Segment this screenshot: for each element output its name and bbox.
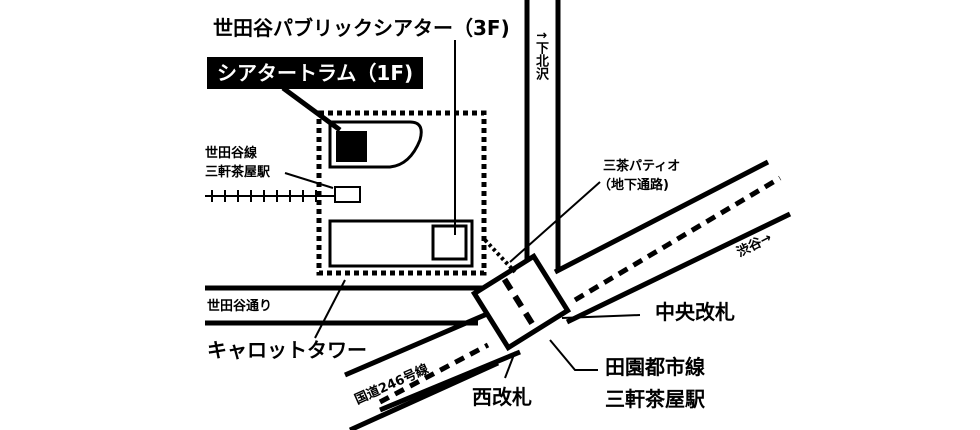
central-gate-leader — [561, 314, 641, 319]
den-toshi-station-label: 三軒茶屋駅 — [605, 387, 705, 411]
den-toshi-leader — [549, 339, 598, 371]
den-toshi-line-label: 田園都市線 — [605, 355, 705, 379]
public-theatre-marker — [431, 224, 468, 261]
carrot-tower-leader — [314, 279, 346, 339]
theatre-tram-marker — [336, 131, 367, 162]
setagaya-line-track — [205, 190, 335, 202]
west-gate-label: 西改札 — [472, 385, 532, 409]
central-gate-label: 中央改札 — [655, 300, 735, 324]
setagaya-dori-road — [205, 285, 490, 326]
den-en-toshi-station — [470, 252, 572, 352]
tram-leader — [281, 85, 342, 133]
setagaya-station-leader — [284, 172, 334, 189]
cha-patio-label: 三茶パティオ — [603, 159, 681, 174]
theatre-tram-label: シアタートラム（1F) — [207, 57, 424, 89]
public-theatre-label: 世田谷パブリックシアター（3F) — [213, 16, 510, 40]
cha-patio-walkway — [483, 238, 517, 274]
setagaya-dori-label: 世田谷通り — [207, 299, 273, 314]
setagaya-line-station — [334, 186, 361, 203]
setagaya-line-label: 世田谷線 — [205, 146, 258, 161]
theatre-complex-boundary — [316, 110, 487, 276]
cha-patio-leader — [509, 181, 601, 263]
cha-patio-sub-label: （地下通路) — [598, 178, 669, 193]
west-gate-leader — [504, 351, 516, 379]
setagaya-station-label: 三軒茶屋駅 — [205, 165, 271, 180]
shimokitazawa-label: ↑下北沢 — [533, 30, 548, 80]
shimokitazawa-road — [524, 0, 561, 288]
carrot-tower-label: キャロットタワー — [207, 338, 367, 362]
route-246-road — [344, 159, 792, 430]
